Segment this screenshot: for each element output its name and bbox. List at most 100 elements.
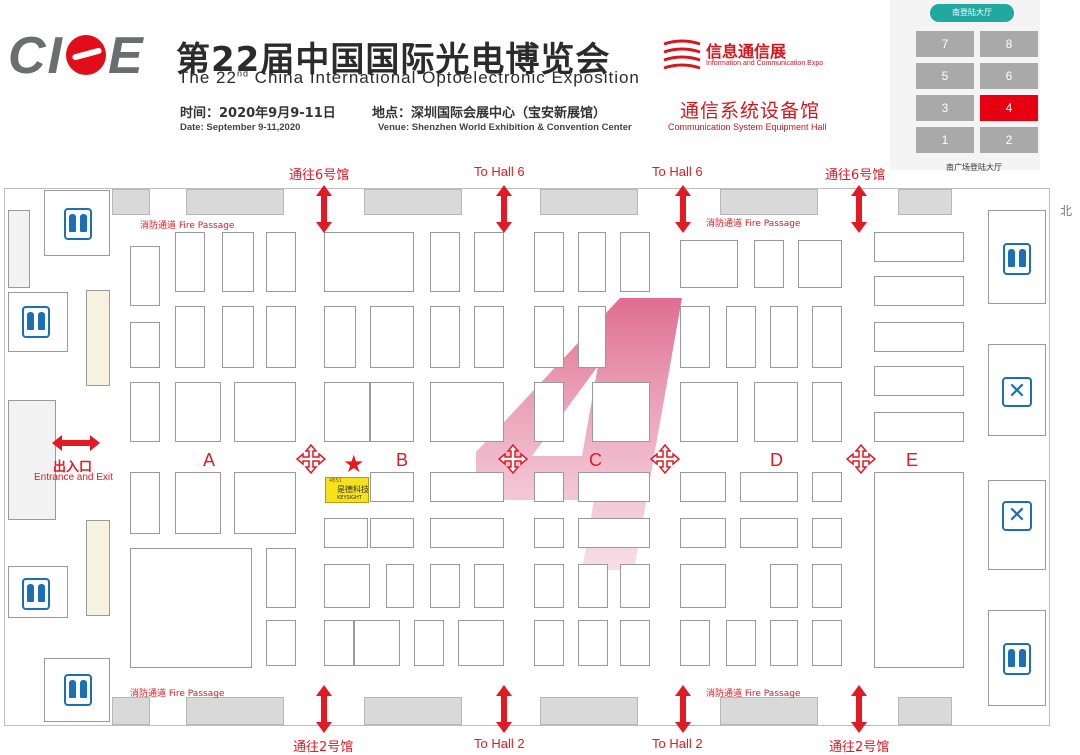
exhibition-booth[interactable] bbox=[534, 518, 564, 548]
exhibition-booth[interactable] bbox=[770, 620, 798, 666]
exhibition-booth[interactable] bbox=[370, 518, 414, 548]
exhibition-booth[interactable] bbox=[620, 564, 650, 608]
exhibition-booth[interactable] bbox=[175, 232, 205, 292]
exhibition-booth[interactable] bbox=[874, 322, 964, 352]
exhibition-booth[interactable] bbox=[812, 620, 842, 666]
exhibition-booth[interactable] bbox=[680, 306, 710, 368]
minimap-hall[interactable]: 5 bbox=[916, 63, 974, 89]
exhibition-booth[interactable] bbox=[430, 232, 460, 292]
exhibition-booth[interactable] bbox=[430, 306, 460, 368]
exhibition-booth[interactable] bbox=[754, 382, 798, 442]
exhibition-booth[interactable] bbox=[370, 472, 414, 502]
exhibition-booth[interactable] bbox=[474, 232, 504, 292]
exhibition-booth[interactable] bbox=[578, 518, 650, 548]
exhibition-booth[interactable] bbox=[578, 472, 650, 502]
exhibition-booth[interactable] bbox=[680, 564, 726, 608]
exhibition-booth[interactable] bbox=[234, 472, 296, 534]
exhibition-booth[interactable] bbox=[740, 472, 798, 502]
exhibition-booth[interactable] bbox=[578, 564, 608, 608]
exhibition-booth[interactable] bbox=[474, 564, 504, 608]
exhibition-booth[interactable] bbox=[175, 472, 221, 534]
booth-keysight[interactable]: 4B51 是德科技 KEYSIGHT bbox=[325, 477, 369, 503]
exhibition-booth[interactable] bbox=[324, 620, 354, 666]
exhibition-booth[interactable] bbox=[534, 472, 564, 502]
exhibition-booth[interactable] bbox=[430, 472, 504, 502]
exhibition-booth[interactable] bbox=[770, 564, 798, 608]
venue-cn: 地点：深圳国际会展中心（宝安新展馆） bbox=[372, 106, 607, 121]
exhibition-booth[interactable] bbox=[578, 620, 608, 666]
exhibition-booth[interactable] bbox=[798, 240, 842, 288]
exit-label-top: To Hall 6 bbox=[652, 164, 703, 179]
exhibition-booth[interactable] bbox=[534, 564, 564, 608]
exhibition-booth[interactable] bbox=[222, 306, 254, 368]
exhibition-booth[interactable] bbox=[430, 564, 460, 608]
exhibition-booth[interactable] bbox=[740, 518, 798, 548]
exhibition-booth[interactable] bbox=[324, 306, 356, 368]
exhibition-booth[interactable] bbox=[534, 306, 564, 368]
exhibition-booth[interactable] bbox=[414, 620, 444, 666]
exhibition-booth[interactable] bbox=[130, 322, 160, 368]
exhibition-booth[interactable] bbox=[458, 620, 504, 666]
minimap-hall[interactable]: 6 bbox=[980, 63, 1038, 89]
exhibition-booth[interactable] bbox=[874, 232, 964, 262]
exhibition-booth[interactable] bbox=[812, 472, 842, 502]
exhibition-booth[interactable] bbox=[620, 232, 650, 292]
minimap-hall[interactable]: 7 bbox=[916, 31, 974, 57]
exhibition-booth[interactable] bbox=[430, 518, 504, 548]
exhibition-booth[interactable] bbox=[578, 306, 606, 368]
exhibition-booth[interactable] bbox=[812, 518, 842, 548]
exhibition-booth[interactable] bbox=[354, 620, 400, 666]
exhibition-booth[interactable] bbox=[430, 382, 504, 442]
expo-name-cn: 信息通信展 bbox=[706, 42, 787, 61]
exhibition-booth[interactable] bbox=[324, 518, 368, 548]
exhibition-booth[interactable] bbox=[770, 306, 798, 368]
exhibition-booth[interactable] bbox=[266, 306, 296, 368]
exhibition-booth[interactable] bbox=[812, 382, 842, 442]
exhibition-booth[interactable] bbox=[726, 620, 756, 666]
exhibition-booth[interactable] bbox=[130, 246, 160, 306]
exhibition-booth[interactable] bbox=[474, 306, 504, 368]
exhibition-booth[interactable] bbox=[680, 518, 726, 548]
exhibition-booth[interactable] bbox=[266, 232, 296, 292]
exhibition-booth[interactable] bbox=[130, 548, 252, 668]
exhibition-booth[interactable] bbox=[534, 382, 564, 442]
exhibition-booth[interactable] bbox=[754, 240, 784, 288]
service-area bbox=[186, 189, 284, 215]
exhibition-booth[interactable] bbox=[324, 564, 370, 608]
exhibition-booth[interactable] bbox=[726, 306, 756, 368]
minimap-hall-current[interactable]: 4 bbox=[980, 95, 1038, 121]
exhibition-booth[interactable] bbox=[370, 382, 414, 442]
exhibition-booth[interactable] bbox=[130, 382, 160, 442]
exhibition-booth[interactable] bbox=[874, 366, 964, 396]
zone-label: C bbox=[589, 450, 602, 470]
minimap-hall[interactable]: 3 bbox=[916, 95, 974, 121]
exhibition-booth[interactable] bbox=[680, 382, 738, 442]
exhibition-booth[interactable] bbox=[620, 620, 650, 666]
minimap-hall[interactable]: 1 bbox=[916, 127, 974, 153]
exhibition-booth[interactable] bbox=[234, 382, 296, 442]
exhibition-booth[interactable] bbox=[175, 382, 221, 442]
exhibition-booth[interactable] bbox=[680, 240, 738, 288]
exhibition-booth[interactable] bbox=[680, 472, 726, 502]
exhibition-booth[interactable] bbox=[812, 306, 842, 368]
exhibition-booth[interactable] bbox=[386, 564, 414, 608]
exhibition-booth[interactable] bbox=[680, 620, 710, 666]
exhibition-booth[interactable] bbox=[175, 306, 205, 368]
exhibition-booth[interactable] bbox=[578, 232, 606, 292]
exhibition-booth[interactable] bbox=[370, 306, 414, 368]
exhibition-booth[interactable] bbox=[266, 620, 296, 666]
exhibition-booth[interactable] bbox=[534, 620, 564, 666]
exhibition-booth[interactable] bbox=[874, 276, 964, 306]
exhibition-booth[interactable] bbox=[812, 564, 842, 608]
minimap-hall[interactable]: 8 bbox=[980, 31, 1038, 57]
minimap-hall[interactable]: 2 bbox=[980, 127, 1038, 153]
exhibition-booth[interactable] bbox=[266, 548, 296, 608]
exhibition-booth[interactable] bbox=[324, 232, 414, 292]
exhibition-booth[interactable] bbox=[874, 412, 964, 442]
exhibition-booth[interactable] bbox=[534, 232, 564, 292]
exhibition-booth[interactable] bbox=[592, 382, 650, 442]
exhibition-booth[interactable] bbox=[874, 472, 964, 668]
exhibition-booth[interactable] bbox=[222, 232, 254, 292]
exhibition-booth[interactable] bbox=[130, 472, 160, 534]
exhibition-booth[interactable] bbox=[324, 382, 370, 442]
